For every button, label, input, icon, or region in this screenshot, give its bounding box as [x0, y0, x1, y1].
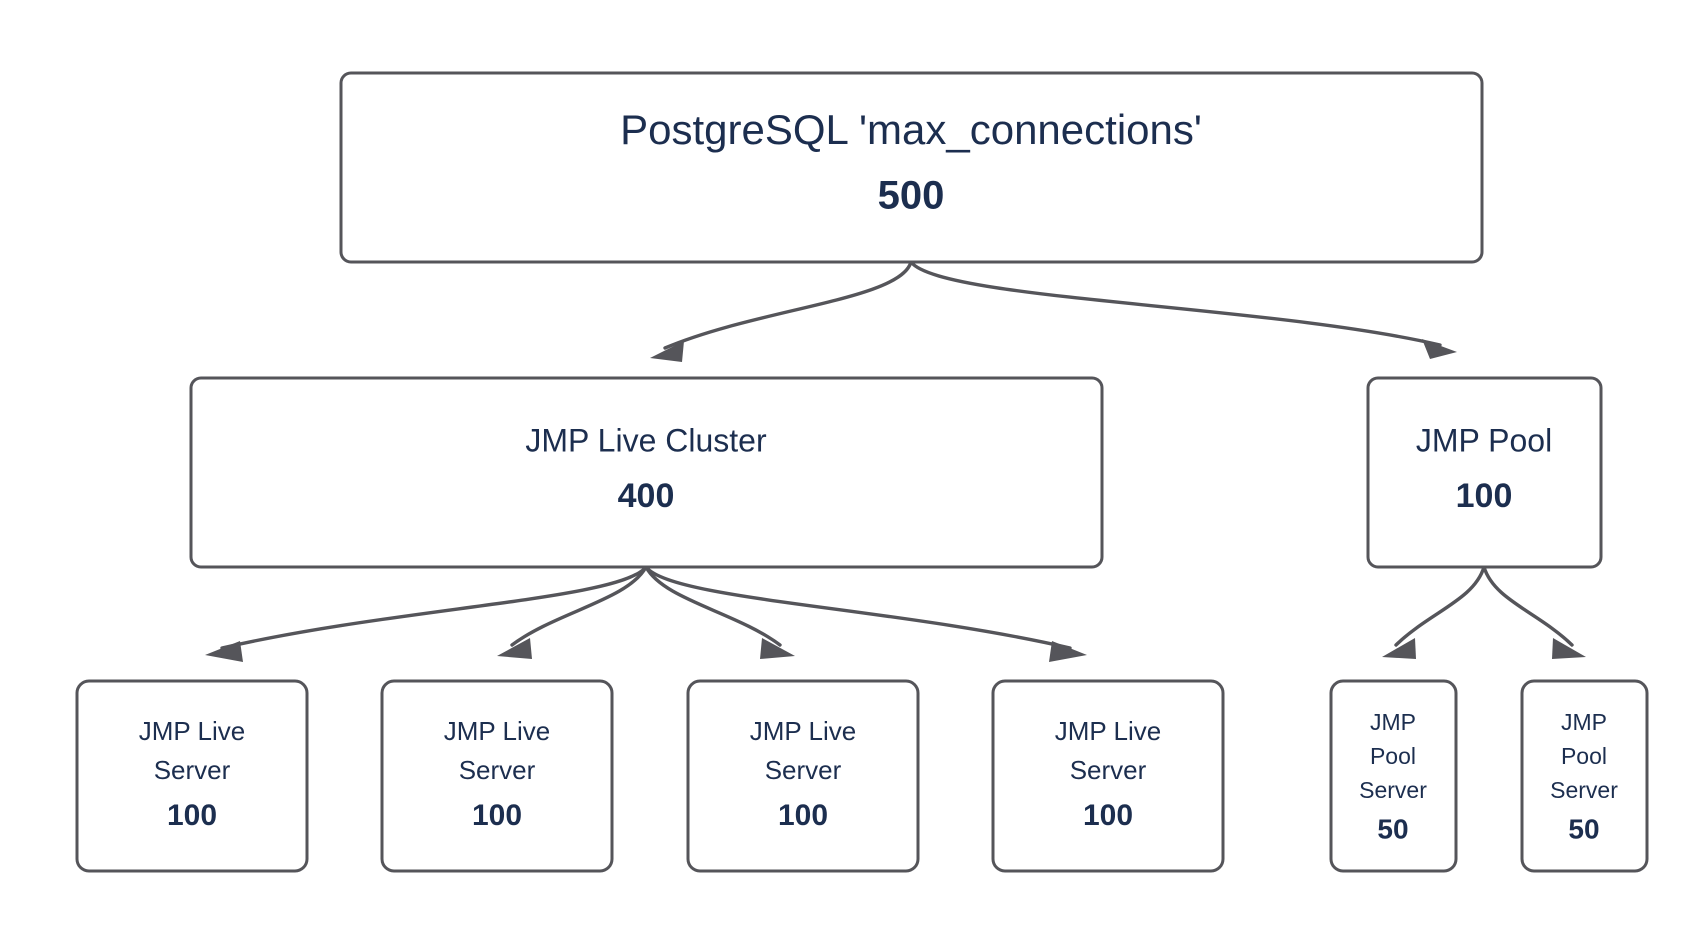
node-label-live-server-2-line2: Server [459, 755, 536, 785]
node-jmp-pool-server-2[interactable]: JMP Pool Server 50 [1520, 679, 1649, 873]
node-label-pool-server-1-line3: Server [1359, 777, 1427, 803]
node-label-live-server-3-line2: Server [765, 755, 842, 785]
node-box-pool[interactable] [1366, 376, 1603, 569]
node-label-pool-server-2-line2: Pool [1561, 743, 1607, 769]
node-label-pool-server-2-line1: JMP [1561, 709, 1607, 735]
node-box-live-server-2[interactable] [380, 679, 614, 873]
node-label-pool-server-1-line2: Pool [1370, 743, 1416, 769]
node-postgresql-max-connections[interactable]: PostgreSQL 'max_connections' 500 [339, 71, 1484, 264]
arrowhead-pool-server-1 [1382, 638, 1416, 659]
node-box-live-server-4[interactable] [991, 679, 1225, 873]
edge-pool-to-pool-server-2 [1482, 565, 1586, 659]
node-label-live-server-3-line1: JMP Live [750, 716, 856, 746]
edge-pool-to-pool-server-1 [1382, 565, 1486, 659]
node-box-pool-server-1[interactable] [1329, 679, 1458, 873]
node-label-root: PostgreSQL 'max_connections' [620, 106, 1202, 153]
node-box-root[interactable] [339, 71, 1484, 264]
edge-cluster-to-live-server-2 [497, 565, 648, 659]
node-jmp-live-server-1[interactable]: JMP Live Server 100 [75, 679, 309, 873]
edge-path-pool-server-1 [1394, 565, 1486, 647]
node-jmp-live-server-3[interactable]: JMP Live Server 100 [686, 679, 920, 873]
node-jmp-live-server-2[interactable]: JMP Live Server 100 [380, 679, 614, 873]
node-box-pool-server-2[interactable] [1520, 679, 1649, 873]
edge-path-cluster-live-server-4 [644, 565, 1072, 650]
edge-cluster-to-live-server-1 [205, 565, 648, 662]
node-box-live-cluster[interactable] [189, 376, 1104, 569]
node-jmp-pool[interactable]: JMP Pool 100 [1366, 376, 1603, 569]
node-label-live-server-2-line1: JMP Live [444, 716, 550, 746]
node-label-pool: JMP Pool [1416, 422, 1552, 458]
edge-root-to-live-cluster [650, 260, 913, 362]
edge-cluster-to-live-server-4 [644, 565, 1087, 662]
edge-path-cluster-live-server-1 [220, 565, 648, 650]
edge-path-root-live-cluster [663, 260, 913, 350]
node-box-live-server-1[interactable] [75, 679, 309, 873]
node-value-live-server-4: 100 [1083, 799, 1133, 832]
node-box-live-server-3[interactable] [686, 679, 920, 873]
arrowhead-live-server-4 [1049, 641, 1087, 662]
node-label-pool-server-2-line3: Server [1550, 777, 1618, 803]
node-value-pool-server-1: 50 [1377, 813, 1408, 844]
node-value-live-cluster: 400 [618, 477, 675, 515]
edge-path-pool-server-2 [1482, 565, 1574, 647]
node-label-live-cluster: JMP Live Cluster [525, 422, 767, 458]
node-value-live-server-1: 100 [167, 799, 217, 832]
arrowhead-pool-server-2 [1552, 638, 1586, 659]
edge-path-cluster-live-server-2 [510, 565, 648, 647]
edge-cluster-to-live-server-3 [644, 565, 795, 659]
node-label-pool-server-1-line1: JMP [1370, 709, 1416, 735]
arrowhead-root-live-cluster [650, 341, 684, 362]
node-value-live-server-2: 100 [472, 799, 522, 832]
node-value-live-server-3: 100 [778, 799, 828, 832]
arrowhead-root-pool [1422, 339, 1457, 359]
edge-path-cluster-live-server-3 [644, 565, 782, 647]
node-label-live-server-1-line2: Server [154, 755, 231, 785]
arrowhead-live-server-3 [760, 638, 795, 659]
node-value-pool-server-2: 50 [1568, 813, 1599, 844]
edge-root-to-pool [909, 260, 1457, 359]
node-value-root: 500 [878, 174, 945, 218]
node-label-live-server-1-line1: JMP Live [139, 716, 245, 746]
edge-group [205, 260, 1586, 662]
node-jmp-live-server-4[interactable]: JMP Live Server 100 [991, 679, 1225, 873]
node-label-live-server-4-line2: Server [1070, 755, 1147, 785]
node-label-live-server-4-line1: JMP Live [1055, 716, 1161, 746]
arrowhead-live-server-2 [497, 638, 532, 659]
node-jmp-pool-server-1[interactable]: JMP Pool Server 50 [1329, 679, 1458, 873]
node-jmp-live-cluster[interactable]: JMP Live Cluster 400 [189, 376, 1104, 569]
edge-path-root-pool [909, 260, 1442, 347]
arrowhead-live-server-1 [205, 641, 243, 662]
node-value-pool: 100 [1456, 477, 1513, 515]
